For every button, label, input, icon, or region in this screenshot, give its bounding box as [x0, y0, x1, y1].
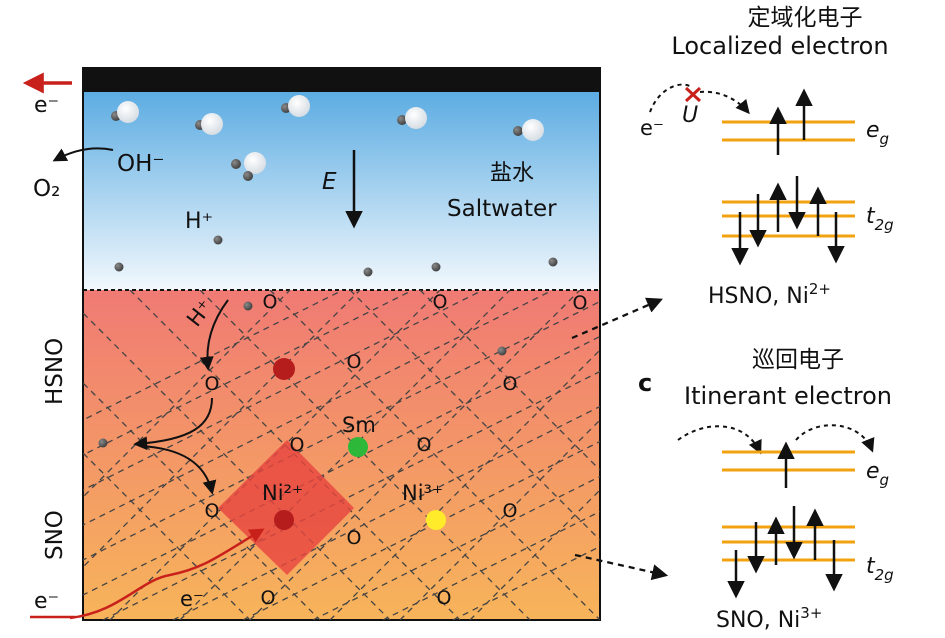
panel-letter-c: c	[638, 369, 652, 397]
oxygen-atom: O	[263, 291, 278, 313]
proton-water-label: H⁺	[185, 209, 213, 234]
lattice-line	[349, 290, 600, 541]
ni3-atom	[426, 510, 446, 530]
lattice-line-up	[452, 545, 600, 620]
sno-energy-levels	[722, 441, 855, 599]
proton-hop-arrow-left	[133, 397, 213, 451]
lattice-line	[469, 489, 600, 620]
lattice-line	[179, 290, 511, 620]
lattice-line	[83, 290, 361, 568]
lattice-line	[83, 452, 251, 620]
oxygen-atom: O	[261, 587, 276, 609]
oxygen-atoms: O O O O O O O O O O O O O	[205, 291, 588, 609]
hop-out-dashed	[795, 424, 875, 453]
oxygen-atom: O	[205, 500, 220, 522]
sm-atom	[348, 437, 368, 457]
sno-layer-label: SNO	[42, 510, 68, 560]
oxygen-atom: O	[573, 292, 588, 314]
lattice-line-up	[382, 510, 600, 620]
field-label: E	[322, 169, 337, 195]
water-molecules	[111, 95, 544, 181]
lattice-line	[399, 419, 600, 620]
lattice-line	[199, 290, 531, 620]
lattice-line	[419, 290, 600, 471]
oxygen-atom: O	[503, 500, 518, 522]
ni-atom-upper	[273, 358, 295, 380]
oxygen-lattice	[83, 290, 600, 620]
lattice-line-up	[102, 370, 600, 620]
itinerant-cn-title: 巡回电子	[752, 347, 844, 373]
t2g-label-top: t2g	[866, 204, 894, 234]
electron-inner-label: e⁻	[180, 587, 204, 611]
oxygen-atom: O	[437, 587, 452, 609]
lattice-line	[83, 312, 391, 620]
saltwater-region	[83, 68, 600, 290]
ni3-label: Ni³⁺	[402, 481, 443, 505]
blocked-hop-cross	[684, 86, 702, 103]
device-frame	[82, 67, 601, 621]
lattice-line	[249, 290, 581, 620]
lattice-line-up	[83, 290, 484, 491]
electron-bottom-label: e⁻	[34, 589, 59, 614]
electronic-structure-panel: 定域化电子 Localized electron e⁻ U eg t2g HSN…	[638, 5, 894, 633]
lattice-line-up	[83, 290, 554, 526]
saltwater-en-label: Saltwater	[447, 196, 557, 222]
hop-left-dashed	[649, 83, 693, 113]
electron-in-arrow	[69, 528, 265, 620]
oxygen-evolution-arrow	[52, 147, 114, 162]
protons	[98, 235, 558, 448]
proton-insertion-arrow	[199, 299, 229, 371]
ni2-atom	[274, 510, 294, 530]
top-electrode	[83, 68, 600, 92]
lattice-line-up	[312, 475, 600, 620]
lattice-line	[83, 382, 321, 620]
localized-cn-title: 定域化电子	[748, 5, 863, 31]
sm-label: Sm	[342, 413, 376, 437]
itinerant-en-title: Itinerant electron	[684, 382, 892, 410]
t2g-label-bottom: t2g	[866, 554, 894, 584]
oxygen-atom: O	[347, 527, 362, 549]
o2-label: O₂	[33, 176, 60, 202]
oxygen-atom: O	[433, 291, 448, 313]
hsno-layer-label: HSNO	[42, 338, 68, 405]
oxygen-atom: O	[205, 373, 220, 395]
oxygen-atom: O	[417, 434, 432, 456]
ni2-label: Ni²⁺	[262, 481, 303, 505]
hsno-energy-levels	[722, 88, 855, 266]
localized-en-title: Localized electron	[671, 32, 888, 60]
oxygen-atom: O	[347, 351, 362, 373]
pointer-to-sno	[574, 553, 669, 581]
electron-right-label: e⁻	[640, 116, 664, 140]
hop-in-dashed	[677, 425, 762, 455]
hydroxide-label: OH⁻	[117, 151, 165, 177]
sno-state-label: SNO, Ni3+	[716, 604, 822, 633]
electron-top-label: e⁻	[34, 93, 59, 118]
pointer-to-hsno	[571, 297, 663, 340]
eg-label-top: eg	[866, 118, 889, 148]
nickelate-film-region	[83, 290, 600, 620]
oxygen-atom: O	[290, 434, 305, 456]
oxygen-atom: O	[503, 373, 518, 395]
proton-hop-arrow-down	[139, 445, 217, 495]
hubbard-u-label: U	[682, 103, 698, 128]
eg-label-bottom: eg	[866, 459, 889, 489]
hop-right-dashed	[699, 90, 750, 115]
lattice-line	[269, 290, 600, 620]
hsno-state-label: HSNO, Ni2+	[708, 280, 831, 309]
device-cross-section: O O O O O O O O O O O O O Sm Ni²⁺ Ni³⁺	[22, 67, 669, 621]
ni2-octahedron	[218, 440, 354, 575]
saltwater-cn-label: 盐水	[490, 161, 534, 186]
lattice-line-up	[242, 440, 600, 620]
lattice-line	[329, 349, 600, 620]
lattice-line	[83, 290, 291, 498]
